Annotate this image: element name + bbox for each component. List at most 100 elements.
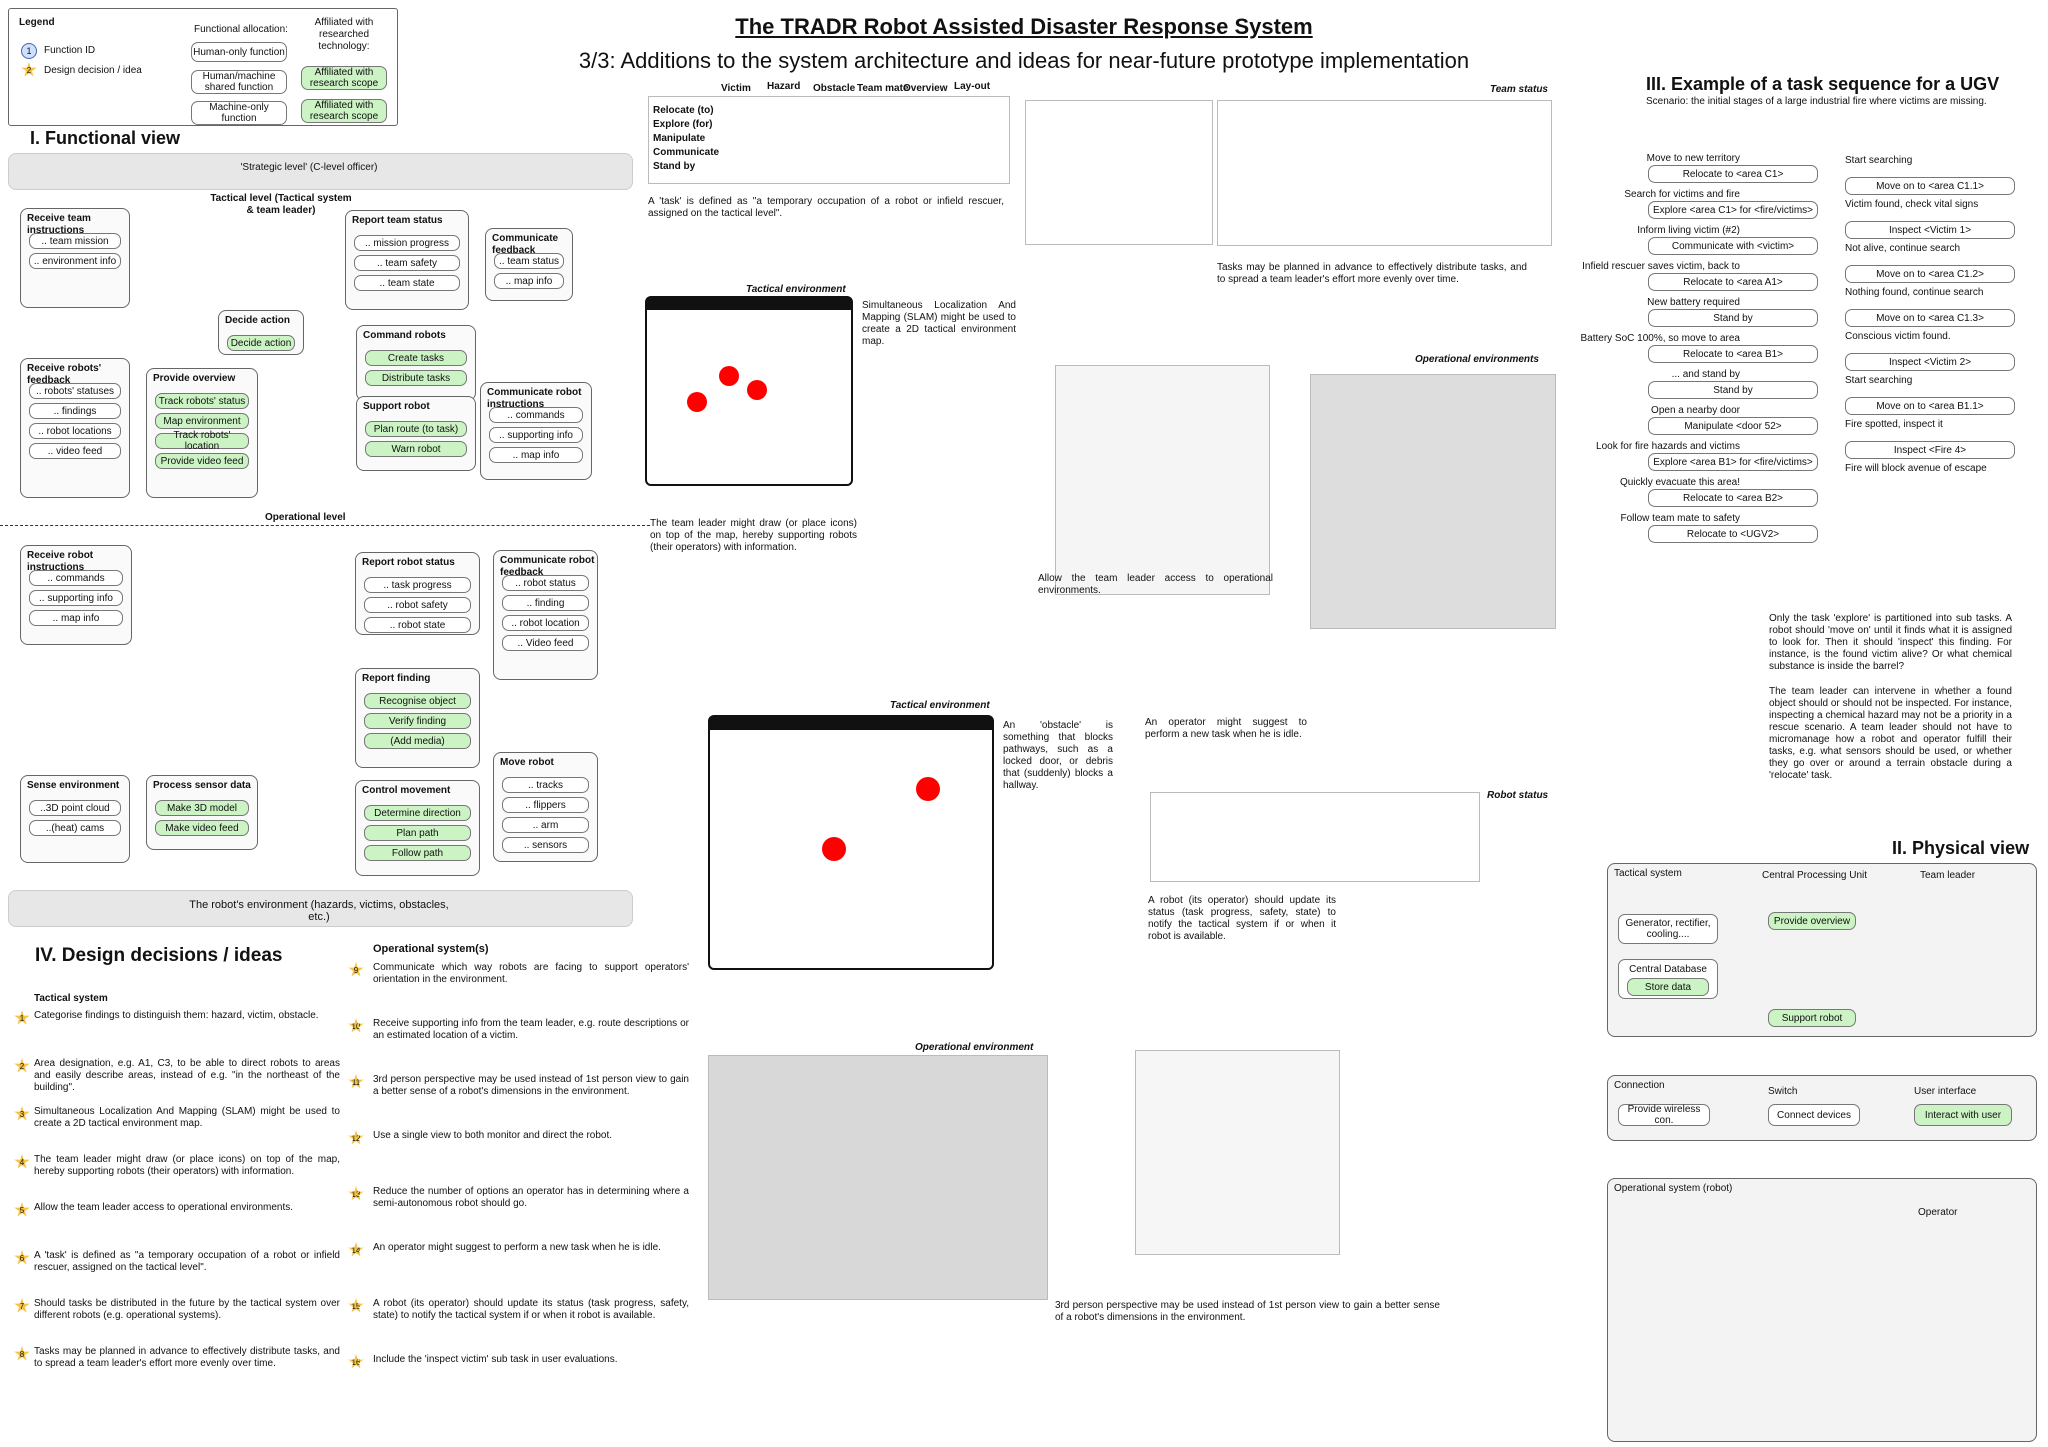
block-item: Plan path (364, 825, 471, 841)
example-step-label: ... and stand by (1671, 369, 1740, 380)
block-item: .. map info (489, 447, 583, 463)
design-star-icon: 4 (14, 1154, 30, 1169)
design-text: Tasks may be planned in advance to effec… (34, 1346, 340, 1369)
block-item: .. map info (29, 610, 123, 626)
example-task: Relocate to <area C1> (1648, 165, 1818, 183)
design-text: Should tasks be distributed in the futur… (34, 1298, 340, 1321)
block-item: Map environment (155, 413, 249, 429)
function-block-10: Receive robot instructions.. commands.. … (20, 545, 132, 645)
example-subtask: Conscious victim found. (1845, 331, 1951, 342)
block-item: .. map info (494, 273, 564, 289)
tactical-system-block: Tactical system Generator, rectifier, co… (1607, 863, 2037, 1037)
example-heading: III. Example of a task sequence for a UG… (1646, 74, 2000, 94)
example-task: Explore <area C1> for <fire/victims> (1648, 201, 1818, 219)
ops-text: Include the 'inspect victim' sub task in… (373, 1354, 618, 1365)
function-block-17: Move robot.. tracks.. flippers.. arm.. s… (493, 752, 598, 862)
function-block-8: Communicate feedback.. team status.. map… (485, 228, 573, 301)
block-label: Move robot (500, 757, 554, 768)
example-step-label: Look for fire hazards and victims (1596, 441, 1740, 452)
example-subtask: Nothing found, continue search (1845, 287, 1984, 298)
tactical-env-header: Tactical environment (746, 284, 846, 295)
example-task: Stand by (1648, 309, 1818, 327)
ops-text: 3rd person perspective may be used inste… (373, 1074, 689, 1097)
example-subtask: Start searching (1845, 155, 1913, 166)
example-subtask: Move on to <area C1.1> (1845, 177, 2015, 195)
block-item: Distribute tasks (365, 370, 467, 386)
block-item: .. mission progress (354, 235, 460, 251)
ops-text: Communicate which way robots are facing … (373, 962, 689, 985)
block-item: .. Video feed (502, 635, 589, 651)
example-subtask: Not alive, continue search (1845, 243, 1961, 254)
example-step-label: Search for victims and fire (1624, 189, 1740, 200)
block-item: Verify finding (364, 713, 471, 729)
design-star-icon: 6 (14, 1250, 30, 1265)
design-star-icon: 3 (14, 1106, 30, 1121)
example-subtask: Start searching (1845, 375, 1913, 386)
block-label: Communicate robot instructions (487, 387, 582, 410)
legend-function-id: Function ID (44, 45, 96, 56)
legend-machine: Machine-only function (191, 101, 287, 125)
ops-star-icon: 16 (348, 1354, 364, 1369)
task-definition-text: A 'task' is defined as "a temporary occu… (648, 196, 1004, 219)
block-item: .. team status (494, 253, 564, 269)
ops-star-icon: 10 (348, 1018, 364, 1033)
page-title: The TRADR Robot Assisted Disaster Respon… (735, 14, 1313, 39)
block-item: Track robots' status (155, 393, 249, 409)
example-task: Relocate to <area B1> (1648, 345, 1818, 363)
block-item: .. arm (502, 817, 589, 833)
block-item: .. team safety (354, 255, 460, 271)
leader-text: The team leader can intervene in whether… (1769, 686, 2012, 781)
function-block-16: Communicate robot feedback.. robot statu… (493, 550, 598, 680)
block-label: Decide action (225, 315, 291, 326)
example-step-label: Follow team mate to safety (1620, 513, 1741, 524)
example-subtask: Inspect <Fire 4> (1845, 441, 2015, 459)
robot-status-panel (1150, 792, 1480, 882)
function-block-1: Receive team instructions.. team mission… (20, 208, 130, 308)
design-star-icon: 2 (14, 1058, 30, 1073)
example-task: Relocate to <UGV2> (1648, 525, 1818, 543)
block-label: Receive robots' feedback (27, 363, 102, 386)
example-step-label: Inform living victim (#2) (1637, 225, 1740, 236)
operational-system-block: Operational system (robot) Operator (1607, 1178, 2037, 1442)
block-label: Command robots (363, 330, 446, 341)
block-item: Make video feed (155, 820, 249, 836)
ops-star-icon: 14 (348, 1242, 364, 1257)
example-step-label: Move to new territory (1646, 153, 1740, 164)
robot-status-header: Robot status (1487, 790, 1549, 801)
ops-star-icon: 11 (348, 1074, 364, 1089)
block-item: (Add media) (364, 733, 471, 749)
example-task: Communicate with <victim> (1648, 237, 1818, 255)
block-item: Plan route (to task) (365, 421, 467, 437)
example-task: Stand by (1648, 381, 1818, 399)
scenario-text: Scenario: the initial stages of a large … (1646, 96, 1987, 107)
block-label: Support robot (363, 401, 430, 412)
block-label: Control movement (362, 785, 451, 796)
example-subtask: Inspect <Victim 2> (1845, 353, 2015, 371)
block-item: .. commands (489, 407, 583, 423)
design-star-icon: 7 (14, 1298, 30, 1313)
tactical-system-subheading: Tactical system (34, 993, 108, 1004)
physical-heading: II. Physical view (1892, 838, 2030, 858)
team-status-panel (1217, 100, 1552, 246)
explore-text: Only the task 'explore' is partitioned i… (1769, 613, 2012, 672)
example-subtask: Move on to <area C1.2> (1845, 265, 2015, 283)
block-item: Make 3D model (155, 800, 249, 816)
operational-environments-panel (1310, 374, 1556, 629)
legend-research-2: Affiliated with research scope (301, 99, 387, 123)
tactical-env-header-2: Tactical environment (890, 700, 990, 711)
ops-text: A robot (its operator) should update its… (373, 1298, 689, 1321)
block-item: .. findings (29, 403, 121, 419)
block-item: Create tasks (365, 350, 467, 366)
block-label: Report finding (362, 673, 431, 684)
block-label: Communicate robot feedback (500, 555, 595, 578)
ops-star-icon: 9 (348, 962, 364, 977)
block-item: Decide action (227, 335, 295, 351)
strategic-level: 'Strategic level' (C-level officer) (8, 153, 633, 190)
function-block-2: Receive robots' feedback.. robots' statu… (20, 358, 130, 498)
block-item: .. robot status (502, 575, 589, 591)
